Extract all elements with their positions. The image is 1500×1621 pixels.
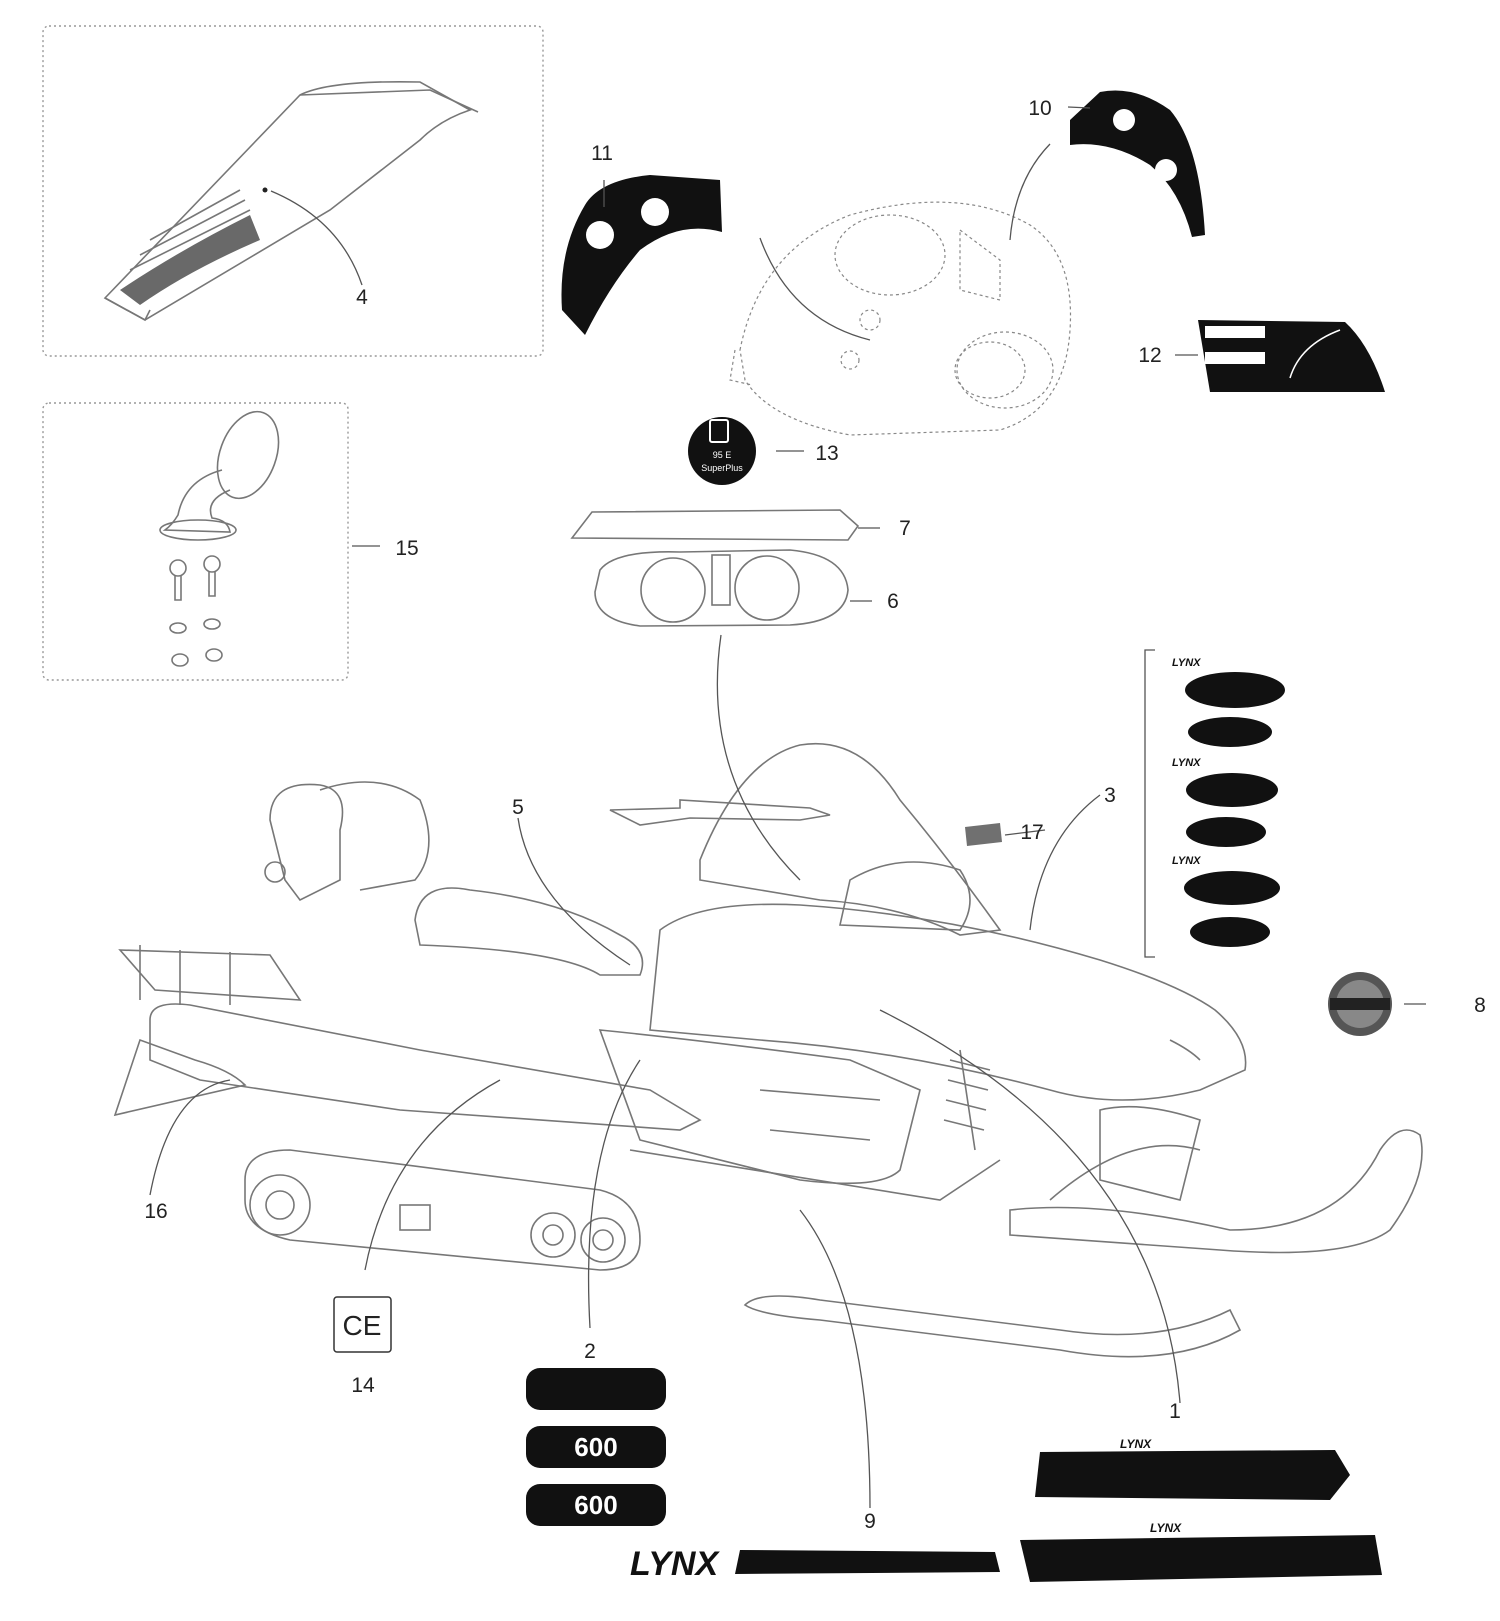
small-reflector-decal <box>965 823 1002 846</box>
side-decal-model-1: 600 <box>574 1432 617 1462</box>
callout-9: 9 <box>864 1510 876 1533</box>
gear-emblem-decal <box>1328 972 1392 1036</box>
side-decal-model-2: 600 <box>574 1490 617 1520</box>
callout-8: 8 <box>1474 994 1486 1017</box>
fuel-decal-grade: SuperPlus <box>701 463 743 473</box>
warning-decal: WARNING WARNING <box>1198 320 1385 392</box>
callout-2: 2 <box>584 1340 596 1363</box>
side-decal-set: 600 600 <box>526 1368 666 1526</box>
gauge-panel-decal <box>594 549 849 627</box>
gauge-panel-strip <box>570 509 860 541</box>
warning-decal-title-2: WARNING <box>1208 354 1246 363</box>
callout-labels: 1 2 3 4 5 6 7 8 9 10 11 12 13 14 15 16 1… <box>144 97 1486 1533</box>
callout-14: 14 <box>351 1374 375 1397</box>
mirror-screws <box>169 555 223 667</box>
console-housing <box>729 201 1072 436</box>
callout-3: 3 <box>1104 784 1116 807</box>
callout-16: 16 <box>144 1200 167 1223</box>
callout-1: 1 <box>1169 1400 1181 1423</box>
console-decal-right <box>1070 90 1205 237</box>
callout-12: 12 <box>1138 344 1161 367</box>
lynx-stripe-brand: LYNX <box>630 1545 720 1583</box>
callout-6: 6 <box>887 590 899 613</box>
ce-mark-decal: CE <box>333 1296 392 1353</box>
callout-13: 13 <box>815 442 838 465</box>
mirror-kit-inset-box <box>42 402 349 681</box>
seat-cover-part <box>103 80 479 322</box>
mirror-assembly <box>159 410 280 541</box>
hood-decal-brand-1: LYNX <box>1172 657 1201 669</box>
ce-mark-text: CE <box>343 1310 382 1341</box>
stripe-decal-set: LYNX LYNX <box>1020 1437 1382 1582</box>
callout-11: 11 <box>591 142 613 165</box>
callout-7: 7 <box>899 517 911 540</box>
hood-decal-brand-2: LYNX <box>1172 757 1201 769</box>
fuel-decal-octane: 95 E <box>713 450 732 460</box>
stripe-decal-brand-2: LYNX <box>1150 1521 1182 1535</box>
snowmobile-outline <box>113 742 1423 1358</box>
callout-5: 5 <box>512 796 524 819</box>
lynx-stripe-decal: LYNX <box>630 1545 1000 1583</box>
seat-cover-inset-box <box>42 25 544 357</box>
callout-15: 15 <box>395 537 418 560</box>
leader-lines <box>149 106 1426 1509</box>
warning-decal-title-1: WARNING <box>1208 328 1246 337</box>
stripe-decal-brand-1: LYNX <box>1120 1437 1152 1451</box>
hood-decal-sheet: LYNX LYNX LYNX <box>1144 649 1285 958</box>
fuel-decal: 95 E SuperPlus <box>688 417 756 485</box>
callout-17: 17 <box>1020 821 1043 844</box>
console-decal-left <box>561 175 722 335</box>
callout-10: 10 <box>1028 97 1051 120</box>
hood-decal-brand-3: LYNX <box>1172 855 1201 867</box>
callout-4: 4 <box>356 286 368 309</box>
